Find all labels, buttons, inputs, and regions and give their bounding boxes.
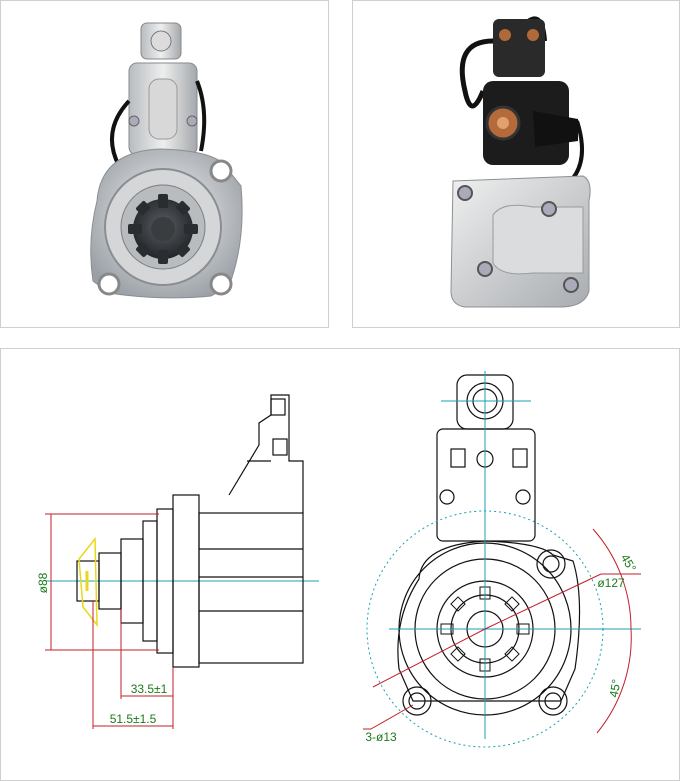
side-dimensions <box>45 513 174 729</box>
angle-top-label: 45° <box>618 552 639 575</box>
technical-drawing: ø88 33.5±1 51.5±1.5 <box>36 371 641 748</box>
dim-33-5-label: 33.5±1 <box>131 682 168 696</box>
angle-bottom-label: 45° <box>607 678 624 699</box>
front-view <box>397 374 581 716</box>
photo-panel-rear <box>352 0 680 328</box>
front-center-lines <box>366 371 641 748</box>
starter-motor-front-photo <box>90 22 243 299</box>
side-view <box>45 394 319 668</box>
side-diameter-label: ø88 <box>36 572 50 593</box>
dim-51-5-label: 51.5±1.5 <box>110 712 157 726</box>
holes-label: 3-ø13 <box>365 730 397 744</box>
bolt-circle-label: ø127 <box>597 576 625 590</box>
starter-motor-rear-photo <box>450 16 591 308</box>
front-dimensions <box>363 528 641 734</box>
photo-panel-front <box>0 0 329 328</box>
technical-drawing-panel: ø88 33.5±1 51.5±1.5 <box>0 348 680 781</box>
